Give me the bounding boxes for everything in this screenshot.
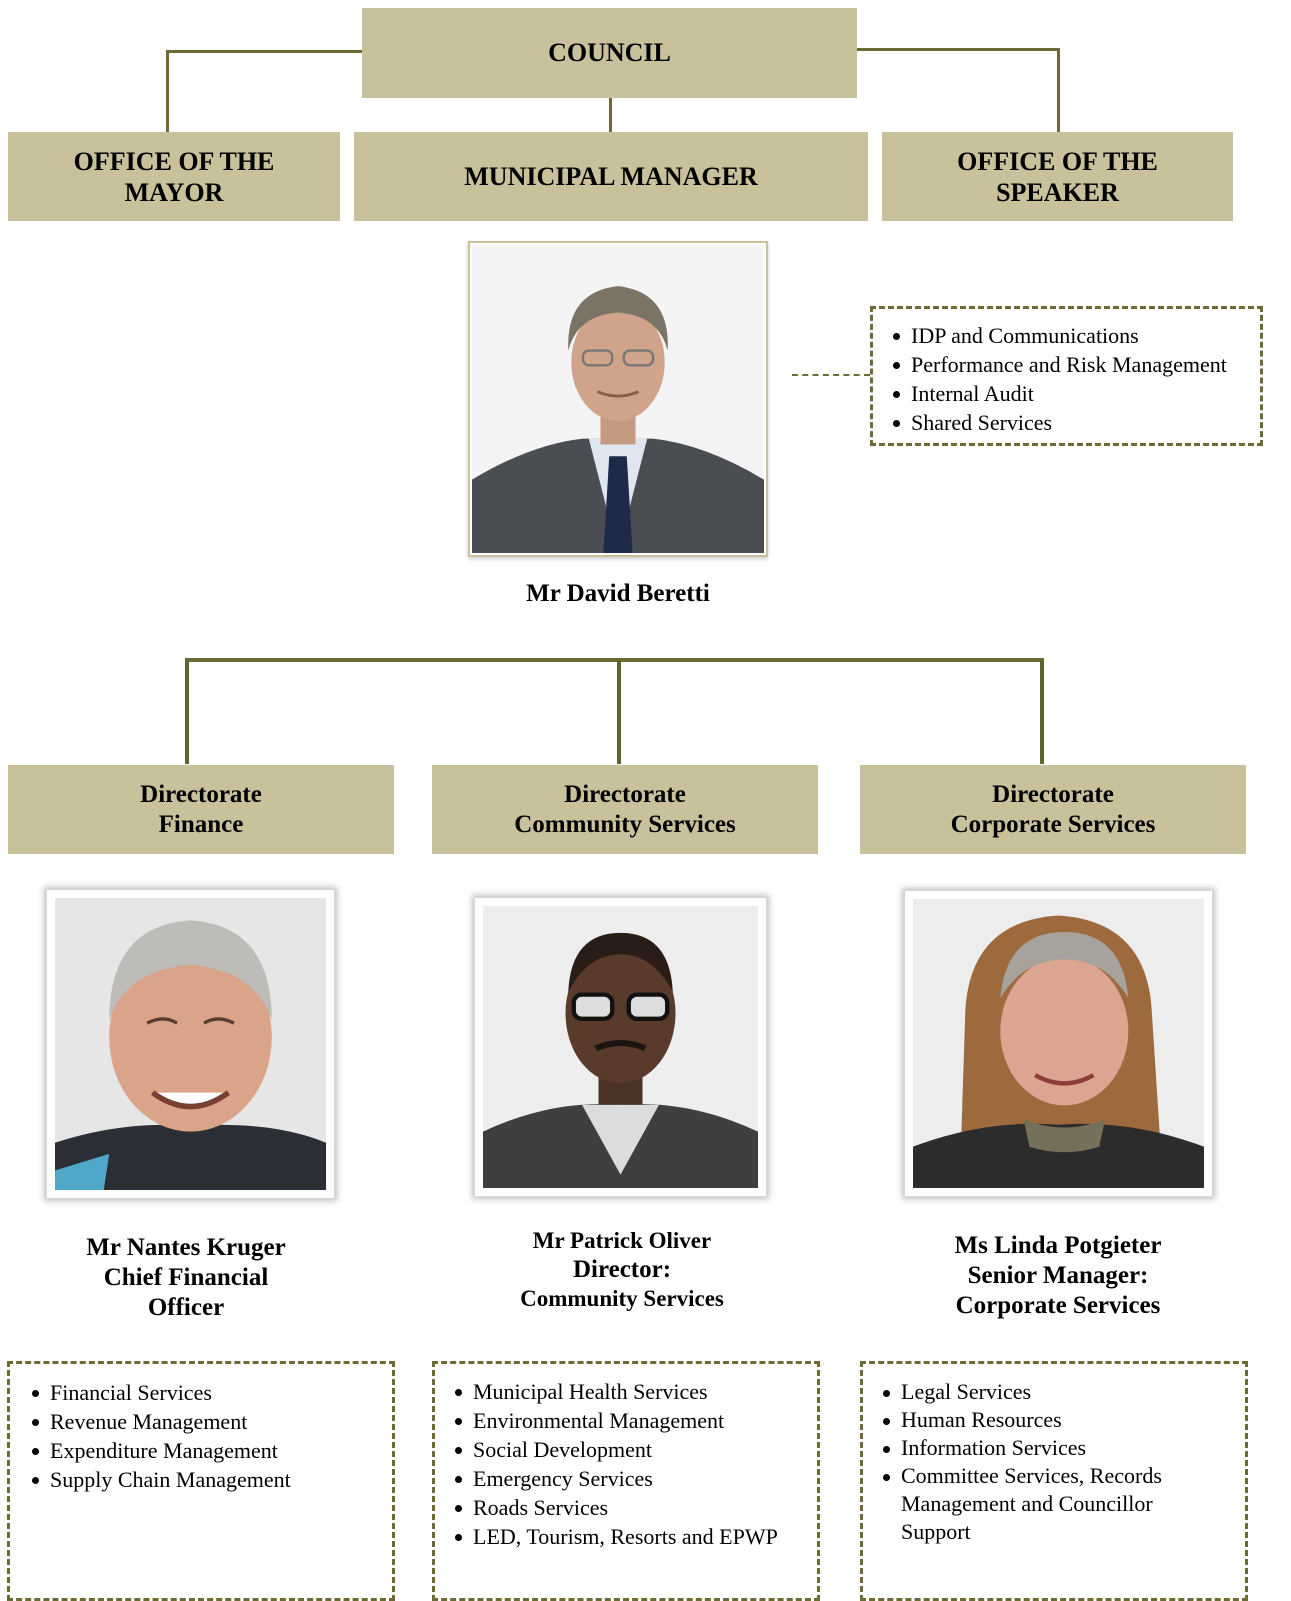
list-item: Financial Services [30, 1378, 392, 1407]
corporate-units-box: Legal Services Human Resources Informati… [860, 1361, 1248, 1601]
list-item: Committee Services, Records Management a… [881, 1462, 1201, 1546]
corporate-manager-name-line1: Ms Linda Potgieter [954, 1232, 1162, 1259]
speaker-office-box: OFFICE OF THE SPEAKER [882, 132, 1233, 221]
municipal-manager-name: Mr David Beretti [418, 579, 818, 609]
list-item: Information Services [881, 1434, 1235, 1462]
community-director-name-line3: Community Services [520, 1286, 724, 1311]
list-item: Human Resources [881, 1406, 1235, 1434]
municipal-manager-box: MUNICIPAL MANAGER [354, 132, 868, 221]
directorate-finance-title-line1: Directorate [140, 780, 262, 808]
directorate-community-box: Directorate Community Services [432, 765, 818, 854]
manager-units-list: IDP and Communications Performance and R… [891, 321, 1260, 437]
connector-council-mayor-v [166, 50, 169, 132]
list-item: Municipal Health Services [453, 1377, 817, 1406]
directorate-corporate-title-line2: Corporate Services [950, 810, 1156, 838]
person-portrait-icon [55, 898, 326, 1190]
list-item: Expenditure Management [30, 1436, 392, 1465]
list-item: Internal Audit [891, 379, 1260, 408]
community-director-name-line2: Director: [572, 1256, 672, 1283]
community-director-name-line1: Mr Patrick Oliver [532, 1228, 712, 1253]
connector-corporate-v [1040, 660, 1044, 764]
person-portrait-icon [483, 906, 758, 1188]
directorate-finance-title-line2: Finance [158, 810, 244, 838]
municipal-manager-name-text: Mr David Beretti [526, 580, 710, 607]
finance-director-name-line3: Officer [147, 1294, 225, 1321]
community-units-list: Municipal Health Services Environmental … [453, 1377, 817, 1551]
manager-units-box: IDP and Communications Performance and R… [870, 306, 1263, 446]
corporate-manager-name: Ms Linda Potgieter Senior Manager: Corpo… [868, 1231, 1248, 1321]
list-item: Supply Chain Management [30, 1465, 392, 1494]
list-item: Legal Services [881, 1378, 1235, 1406]
directorate-community-title-line2: Community Services [514, 810, 736, 838]
list-item: Shared Services [891, 408, 1260, 437]
corporate-manager-name-line3: Corporate Services [955, 1292, 1161, 1319]
list-item: Environmental Management [453, 1406, 817, 1435]
community-units-box: Municipal Health Services Environmental … [432, 1361, 820, 1601]
list-item: IDP and Communications [891, 321, 1260, 350]
directorate-community-title-line1: Directorate [564, 780, 686, 808]
council-label: COUNCIL [548, 38, 671, 67]
corporate-units-list: Legal Services Human Resources Informati… [881, 1378, 1235, 1546]
corporate-manager-name-line2: Senior Manager: [967, 1262, 1149, 1289]
list-item: LED, Tourism, Resorts and EPWP [453, 1522, 817, 1551]
municipal-manager-photo [468, 241, 768, 557]
community-director-name: Mr Patrick Oliver Director: Community Se… [432, 1226, 812, 1313]
connector-council-manager-v [609, 98, 612, 132]
finance-units-list: Financial Services Revenue Management Ex… [30, 1378, 392, 1494]
community-director-photo [474, 897, 767, 1197]
directorate-corporate-box: Directorate Corporate Services [860, 765, 1246, 854]
mayor-office-box: OFFICE OF THE MAYOR [8, 132, 340, 221]
connector-council-speaker-h [857, 48, 1060, 51]
finance-director-name: Mr Nantes Kruger Chief Financial Officer [6, 1233, 366, 1323]
connector-council-speaker-v [1057, 48, 1060, 132]
connector-council-mayor-h [166, 50, 362, 53]
corporate-manager-photo [904, 890, 1213, 1197]
directorate-finance-box: Directorate Finance [8, 765, 394, 854]
mayor-office-label-line2: MAYOR [124, 177, 224, 207]
connector-finance-v [185, 660, 189, 764]
list-item: Social Development [453, 1435, 817, 1464]
directorate-corporate-title-line1: Directorate [992, 780, 1114, 808]
speaker-office-label-line1: OFFICE OF THE [957, 146, 1158, 176]
connector-community-v [617, 660, 621, 764]
list-item: Emergency Services [453, 1464, 817, 1493]
person-portrait-icon [472, 245, 764, 553]
person-portrait-icon [913, 899, 1204, 1188]
finance-units-box: Financial Services Revenue Management Ex… [7, 1361, 395, 1601]
municipal-manager-label: MUNICIPAL MANAGER [464, 161, 758, 191]
council-box: COUNCIL [362, 8, 857, 98]
speaker-office-label-line2: SPEAKER [996, 177, 1119, 207]
finance-director-photo [46, 889, 335, 1199]
manager-units-connector [792, 374, 870, 376]
list-item: Performance and Risk Management [891, 350, 1260, 379]
finance-director-name-line1: Mr Nantes Kruger [86, 1234, 286, 1261]
list-item: Roads Services [453, 1493, 817, 1522]
list-item: Revenue Management [30, 1407, 392, 1436]
connector-directorates-h [185, 658, 1044, 662]
mayor-office-label-line1: OFFICE OF THE [73, 146, 275, 176]
finance-director-name-line2: Chief Financial [103, 1264, 269, 1291]
